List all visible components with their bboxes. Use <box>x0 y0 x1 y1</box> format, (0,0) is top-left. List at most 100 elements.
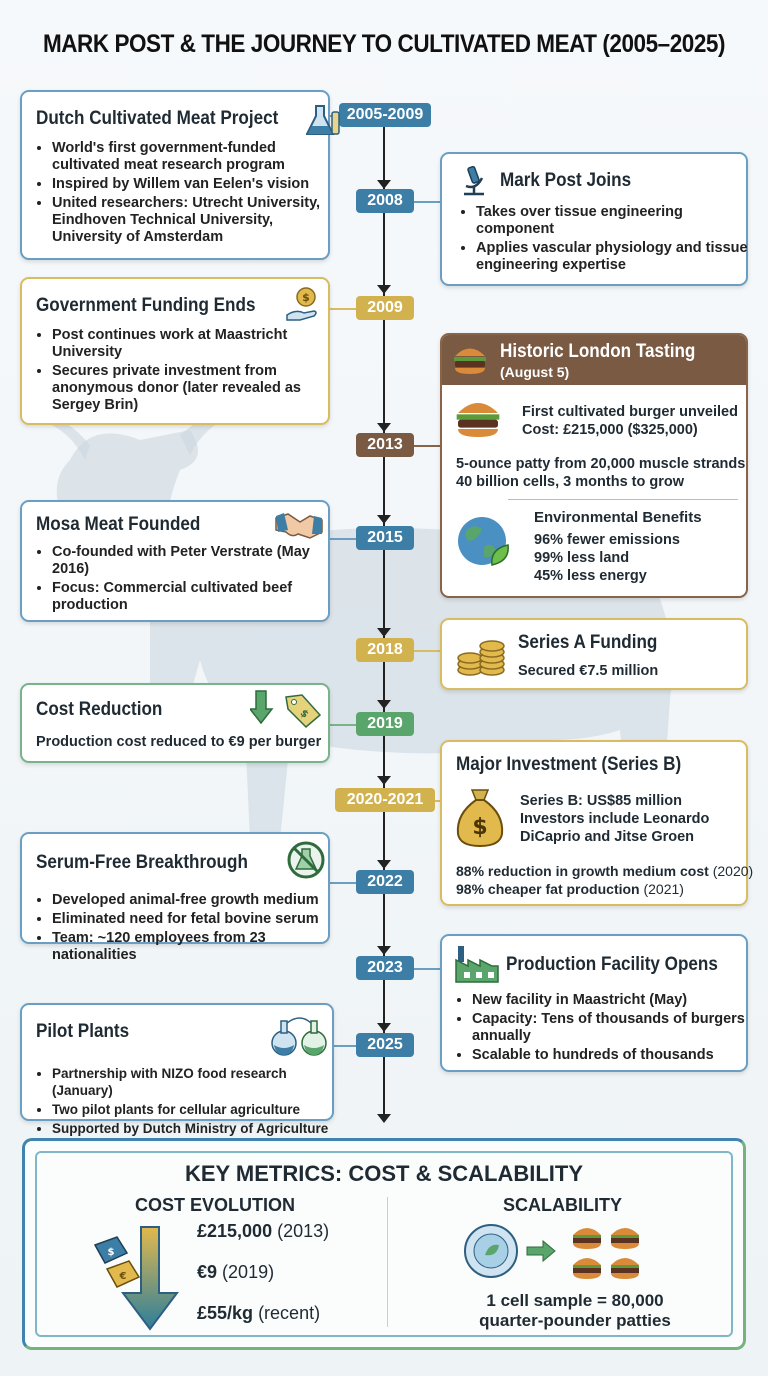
bullet: Eliminated need for fetal bovine serum <box>52 911 346 928</box>
cost-value-2013: £215,000 (2013) <box>197 1221 329 1242</box>
event-bullets: Partnership with NIZO food research (Jan… <box>36 1065 348 1139</box>
event-title: Production Facility Opens <box>506 954 718 975</box>
cost-amount: £55/kg <box>197 1303 254 1323</box>
event-bullets: Co-founded with Peter Verstrate (May 201… <box>36 544 342 616</box>
globe-leaf-icon <box>458 517 509 566</box>
bullet: Scalable to hundreds of thousands <box>472 1047 758 1064</box>
event-title: Cost Reduction <box>36 699 163 720</box>
cost-year: (2019) <box>222 1262 275 1282</box>
timeline-arrow <box>377 860 391 869</box>
timeline-arrow <box>377 946 391 955</box>
event-card-post-joins: Mark Post Joins Takes over tissue engine… <box>440 152 748 286</box>
scalability-heading: SCALABILITY <box>503 1195 622 1215</box>
event-title: Series A Funding <box>518 632 658 653</box>
stat-year: (2021) <box>643 881 684 897</box>
cost-evolution-heading: COST EVOLUTION <box>135 1195 296 1215</box>
london-header: Historic London Tasting (August 5) <box>442 335 746 385</box>
env-stat: 96% fewer emissions <box>534 532 680 548</box>
cost-value-recent: £55/kg (recent) <box>197 1303 320 1324</box>
event-subtitle: (August 5) <box>500 364 570 380</box>
connector <box>334 1045 356 1047</box>
connector <box>328 724 356 726</box>
env-stat: 45% less energy <box>534 568 647 584</box>
cost-amount: €9 <box>197 1262 218 1282</box>
london-line-2: Cost: £215,000 ($325,000) <box>522 422 698 438</box>
divider <box>387 1197 388 1327</box>
bullet: New facility in Maastricht (May) <box>472 992 758 1009</box>
event-card-funding-ends: Government Funding Ends $ Post continues… <box>20 277 330 425</box>
timeline-arrow <box>377 628 391 637</box>
bullet: Co-founded with Peter Verstrate (May 201… <box>52 544 342 578</box>
event-card-facility: Production Facility Opens New facility i… <box>440 934 748 1072</box>
connector <box>414 968 440 970</box>
stat-year: (2020) <box>712 863 754 879</box>
event-text: Secured €7.5 million <box>518 663 659 679</box>
bullet: Secures private investment from anonymou… <box>52 363 342 414</box>
year-pill-2015: 2015 <box>356 526 414 550</box>
event-title: Government Funding Ends <box>36 295 256 316</box>
event-text: Production cost reduced to €9 per burger <box>36 734 322 750</box>
timeline-arrow <box>377 700 391 709</box>
bullet: Applies vascular physiology and tissue e… <box>476 240 756 274</box>
page-title: MARK POST & THE JOURNEY TO CULTIVATED ME… <box>42 30 726 58</box>
event-title: Dutch Cultivated Meat Project <box>36 108 279 129</box>
series-b-line-2: Investors include Leonardo DiCaprio and … <box>520 811 710 845</box>
series-b-stat: 88% reduction in growth medium cost (202… <box>456 862 753 880</box>
bullet: Post continues work at Maastricht Univer… <box>52 327 342 361</box>
year-pill-2022: 2022 <box>356 870 414 894</box>
event-title: Major Investment (Series B) <box>456 754 682 775</box>
cost-year: (2013) <box>277 1221 330 1241</box>
event-card-london-tasting: Historic London Tasting (August 5) First… <box>440 333 748 598</box>
event-card-series-a: Series A Funding Secured €7.5 million <box>440 618 748 690</box>
svg-text:$: $ <box>472 815 487 840</box>
bullet: Takes over tissue engineering component <box>476 204 756 238</box>
scalability-line-1: 1 cell sample = 80,000 <box>486 1291 664 1310</box>
bullet: Two pilot plants for cellular agricultur… <box>52 1101 348 1118</box>
connector <box>435 800 441 802</box>
event-card-pilot-plants: Pilot Plants Partnership with NIZO food … <box>20 1003 334 1136</box>
timeline-arrow <box>377 285 391 294</box>
cell-to-burgers-icon <box>464 1224 639 1279</box>
metrics-title: KEY METRICS: COST & SCALABILITY <box>184 1161 584 1186</box>
year-pill-2020-2021: 2020-2021 <box>335 788 435 812</box>
burger-icon <box>456 403 500 437</box>
no-serum-icon <box>287 841 325 879</box>
scalability-line-2: quarter-pounder patties <box>479 1311 671 1330</box>
year-pill-2019: 2019 <box>356 712 414 736</box>
key-metrics-panel: KEY METRICS: COST & SCALABILITY COST EVO… <box>22 1138 746 1350</box>
london-line-3: 5-ounce patty from 20,000 muscle strands <box>456 456 746 472</box>
stat-text: 88% reduction in growth medium cost <box>456 863 709 879</box>
connector <box>328 308 356 310</box>
connector <box>414 650 440 652</box>
event-bullets: Takes over tissue engineering component … <box>460 204 756 276</box>
event-bullets: Post continues work at Maastricht Univer… <box>36 327 342 416</box>
timeline-spine <box>383 116 385 1116</box>
handshake-icon <box>275 513 323 539</box>
stat-text: 98% cheaper fat production <box>456 881 640 897</box>
bullet: Partnership with NIZO food research (Jan… <box>52 1065 348 1099</box>
bullet: Developed animal-free growth medium <box>52 892 346 909</box>
cost-year: (recent) <box>258 1303 321 1323</box>
event-bullets: Developed animal-free growth medium Elim… <box>36 892 346 966</box>
connector <box>414 201 440 203</box>
connector <box>328 538 356 540</box>
price-down-icon: $ <box>250 690 322 729</box>
money-hand-icon: $ <box>286 287 317 321</box>
divider <box>508 499 738 500</box>
event-title: Serum-Free Breakthrough <box>36 852 248 873</box>
event-title: Mark Post Joins <box>500 170 632 191</box>
microscope-icon <box>464 165 484 196</box>
timeline-arrow-end <box>377 1114 391 1123</box>
env-stat: 99% less land <box>534 550 630 566</box>
event-title: Historic London Tasting <box>500 341 696 362</box>
coins-icon <box>457 640 505 676</box>
svg-text:$: $ <box>108 1247 115 1258</box>
bullet: Capacity: Tens of thousands of burgers a… <box>472 1011 758 1045</box>
year-pill-2008: 2008 <box>356 189 414 213</box>
flask-icon <box>306 105 340 135</box>
timeline-arrow <box>377 1023 391 1032</box>
connector <box>414 445 440 447</box>
cost-amount: £215,000 <box>197 1221 273 1241</box>
timeline-arrow <box>377 180 391 189</box>
lab-flasks-icon <box>271 1017 327 1056</box>
